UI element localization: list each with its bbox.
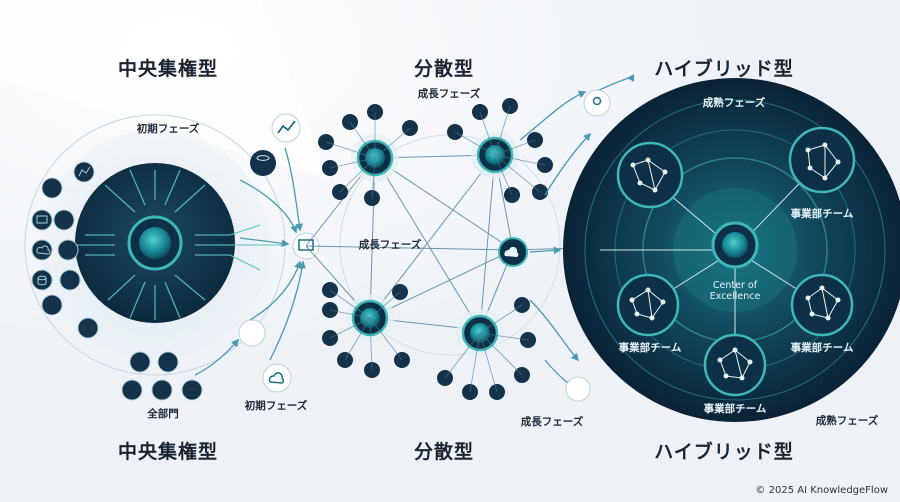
flow-arrows-left bbox=[194, 147, 306, 376]
satellite-spokes bbox=[325, 105, 546, 393]
flow-arrows-right bbox=[519, 74, 635, 391]
central-to-distributed-connectors bbox=[194, 113, 320, 393]
team-network-glyphs bbox=[629, 142, 841, 381]
hybrid-section bbox=[563, 78, 900, 422]
hybrid-spokes bbox=[600, 159, 823, 358]
team-node-2 bbox=[788, 126, 856, 194]
distributed-growth-top-label: 成長フェーズ bbox=[417, 88, 481, 100]
hybrid-title-top: ハイブリッド型 bbox=[654, 58, 794, 80]
user-icon bbox=[41, 294, 63, 316]
center-of-excellence-label: Center of Excellence bbox=[690, 280, 780, 302]
central-title-top: 中央集権型 bbox=[117, 58, 219, 80]
database-node bbox=[250, 150, 276, 176]
idea-node bbox=[583, 89, 611, 117]
cloud-icon bbox=[31, 239, 53, 261]
cloud-upload-icon bbox=[268, 372, 285, 384]
business-team-nodes bbox=[616, 126, 856, 397]
distributed-growth-middle-label: 成長フェーズ bbox=[358, 239, 422, 251]
team-node-5 bbox=[703, 333, 767, 397]
team-node-4 bbox=[790, 273, 854, 337]
central-hub-core bbox=[139, 227, 171, 259]
database-icon bbox=[256, 155, 270, 161]
storage-small-icon bbox=[151, 379, 173, 401]
team-label-bottom-right: 事業部チーム bbox=[790, 342, 854, 354]
hybrid-mature-top-label: 成熟フェーズ bbox=[702, 97, 766, 109]
central-title-bottom: 中央集権型 bbox=[117, 441, 219, 463]
team-label-bottom-center: 事業部チーム bbox=[703, 403, 767, 415]
cloud-hub-icon bbox=[504, 246, 519, 257]
report-icon bbox=[121, 379, 143, 401]
hybrid-ring-1 bbox=[584, 99, 886, 401]
initial-phase-bottom-label: 初期フェーズ bbox=[244, 400, 308, 412]
hybrid-title-bottom: ハイブリッド型 bbox=[654, 441, 794, 463]
org-chart-node bbox=[565, 376, 591, 402]
central-icon-glyphs bbox=[36, 166, 91, 286]
screen-icon bbox=[298, 239, 314, 251]
team-label-top-right: 事業部チーム bbox=[790, 208, 854, 220]
cloud-upload-node bbox=[262, 363, 292, 393]
light-beam bbox=[0, 0, 330, 180]
doc-icon bbox=[57, 239, 79, 261]
team-icon bbox=[157, 351, 179, 373]
hybrid-mature-bottom-label: 成熟フェーズ bbox=[815, 415, 879, 427]
distributed-title-bottom: 分散型 bbox=[413, 441, 475, 463]
distributed-section bbox=[305, 98, 581, 400]
reload-icon bbox=[181, 379, 203, 401]
team-node-1 bbox=[616, 141, 684, 209]
storage-icon bbox=[59, 269, 81, 291]
center-label-line2: Excellence bbox=[709, 291, 761, 302]
monitor-icon bbox=[31, 209, 53, 231]
list-icon bbox=[53, 209, 75, 231]
all-departments-label: 全部門 bbox=[147, 408, 179, 420]
central-section bbox=[24, 114, 286, 401]
copyright-footer: © 2025 AI KnowledgeFlow bbox=[755, 485, 888, 496]
trend-chart-icon bbox=[277, 120, 296, 134]
center-of-excellence-core bbox=[722, 232, 748, 258]
central-initial-phase-label: 初期フェーズ bbox=[136, 123, 200, 135]
network-node bbox=[238, 319, 266, 347]
lightbulb-icon bbox=[592, 96, 602, 106]
chart-small-icon bbox=[129, 351, 151, 373]
growth-phase-bottom-label: 成長フェーズ bbox=[520, 416, 584, 428]
distributed-title-top: 分散型 bbox=[413, 58, 475, 80]
bitcoin-icon bbox=[77, 317, 99, 339]
team-node-3 bbox=[616, 273, 680, 337]
analytics-icon bbox=[41, 177, 63, 199]
central-icon-nodes bbox=[31, 161, 203, 401]
center-label-line1: Center of bbox=[712, 280, 758, 291]
team-label-bottom-left: 事業部チーム bbox=[618, 342, 682, 354]
